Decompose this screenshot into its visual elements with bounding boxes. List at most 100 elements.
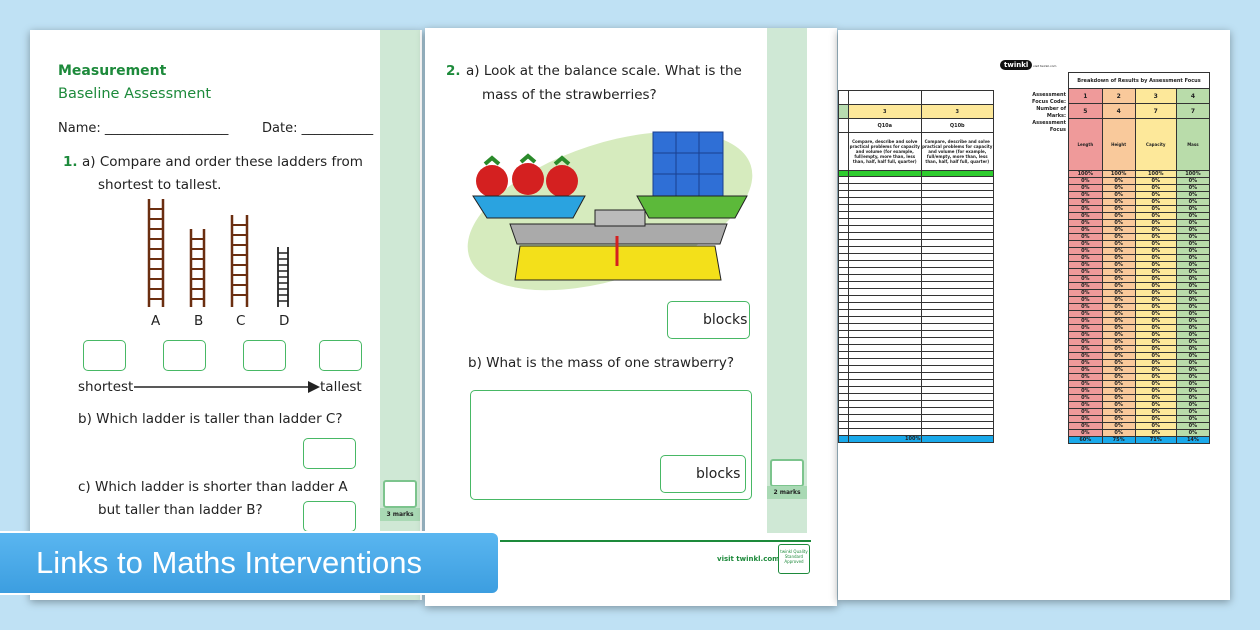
table-row xyxy=(838,295,994,303)
table-cell: 0% xyxy=(1175,296,1211,304)
table-cell xyxy=(920,90,994,105)
table-cell xyxy=(838,90,849,105)
table-cell: 0% xyxy=(1175,366,1211,374)
row-labels: Assessment Focus Code: Number of Marks: … xyxy=(1028,92,1066,134)
table-cell: 0% xyxy=(1134,345,1177,353)
table-cell xyxy=(838,253,849,261)
table-cell: 0% xyxy=(1068,184,1103,192)
answer-box[interactable] xyxy=(667,301,750,339)
table-row: 0%0%0%0% xyxy=(1068,268,1211,276)
table-cell xyxy=(848,365,922,373)
table-cell xyxy=(920,330,994,338)
question-text: shortest to tallest. xyxy=(98,177,222,193)
table-cell: 0% xyxy=(1134,324,1177,332)
table-cell: 0% xyxy=(1134,422,1177,430)
table-cell xyxy=(838,232,849,240)
table-row xyxy=(838,204,994,212)
table-cell: 0% xyxy=(1175,198,1211,206)
question-text: b) Which ladder is taller than ladder C? xyxy=(78,411,343,427)
table-cell: 0% xyxy=(1068,247,1103,255)
table-cell: 0% xyxy=(1101,184,1136,192)
table-row xyxy=(838,337,994,345)
table-row: 0%0%0%0% xyxy=(1068,401,1211,409)
table-cell: 0% xyxy=(1101,303,1136,311)
table-cell xyxy=(838,190,849,198)
answer-box[interactable] xyxy=(303,501,356,532)
table-cell: 0% xyxy=(1101,212,1136,220)
table-cell xyxy=(838,281,849,289)
table-cell xyxy=(838,421,849,429)
table-cell: 0% xyxy=(1068,296,1103,304)
table-cell xyxy=(920,316,994,324)
table-row xyxy=(838,393,994,401)
table-cell: 0% xyxy=(1134,401,1177,409)
question-text: b) What is the mass of one strawberry? xyxy=(468,355,734,371)
table-row xyxy=(838,407,994,415)
answer-box[interactable] xyxy=(660,455,746,493)
table-cell: 0% xyxy=(1101,268,1136,276)
table-cell xyxy=(920,323,994,331)
table-row: 0%0%0%0% xyxy=(1068,317,1211,325)
table-cell xyxy=(920,414,994,422)
answer-box[interactable] xyxy=(303,438,356,469)
table-cell xyxy=(838,132,849,171)
table-cell: 0% xyxy=(1101,429,1136,437)
table-cell xyxy=(848,211,922,219)
table-cell: 0% xyxy=(1175,233,1211,241)
table-row xyxy=(838,197,994,205)
table-row xyxy=(838,190,994,198)
table-cell: 0% xyxy=(1101,415,1136,423)
table-cell: 0% xyxy=(1175,177,1211,185)
table-cell: 0% xyxy=(1134,212,1177,220)
footer-link[interactable]: visit twinkl.com xyxy=(717,555,780,563)
answer-box[interactable] xyxy=(319,340,362,371)
table-cell xyxy=(838,197,849,205)
table-cell xyxy=(848,407,922,415)
table-cell xyxy=(838,414,849,422)
table-row: 0%0%0%0% xyxy=(1068,275,1211,283)
table-row: 0%0%0%0% xyxy=(1068,352,1211,360)
table-cell: Capacity xyxy=(1134,118,1177,171)
table-cell: 60% xyxy=(1068,436,1103,444)
table-row: 0%0%0%0% xyxy=(1068,233,1211,241)
table-cell: 0% xyxy=(1134,254,1177,262)
table-cell xyxy=(848,253,922,261)
table-cell xyxy=(838,358,849,366)
answer-box[interactable] xyxy=(243,340,286,371)
twinkl-logo: twinkl xyxy=(1000,60,1033,70)
table-cell: 0% xyxy=(1101,254,1136,262)
table-cell: 0% xyxy=(1175,345,1211,353)
table-row xyxy=(838,274,994,282)
table-cell xyxy=(838,330,849,338)
table-row: 60%75%71%14% xyxy=(1068,436,1211,444)
table-cell: 0% xyxy=(1068,177,1103,185)
table-cell xyxy=(838,288,849,296)
answer-box[interactable] xyxy=(83,340,126,371)
table-cell: 4 xyxy=(1101,103,1136,119)
table-cell xyxy=(920,190,994,198)
table-cell xyxy=(848,372,922,380)
table-cell xyxy=(920,435,994,443)
table-cell xyxy=(848,246,922,254)
table-cell: 0% xyxy=(1068,303,1103,311)
table-row xyxy=(838,386,994,394)
table-cell xyxy=(838,176,849,184)
table-cell xyxy=(838,386,849,394)
table-cell: 0% xyxy=(1175,359,1211,367)
table-cell xyxy=(848,316,922,324)
table-row: 0%0%0%0% xyxy=(1068,338,1211,346)
table-cell: 0% xyxy=(1068,282,1103,290)
table-cell xyxy=(838,435,849,443)
table-cell: 0% xyxy=(1175,303,1211,311)
question-number: 2. xyxy=(446,63,461,79)
table-cell xyxy=(920,351,994,359)
table-cell: 0% xyxy=(1175,310,1211,318)
ladder-label-d: D xyxy=(279,313,290,329)
answer-box[interactable] xyxy=(163,340,206,371)
table-cell: Q10a xyxy=(848,118,922,133)
table-cell xyxy=(920,288,994,296)
focus-code-label: Assessment Focus Code: xyxy=(1032,92,1066,105)
